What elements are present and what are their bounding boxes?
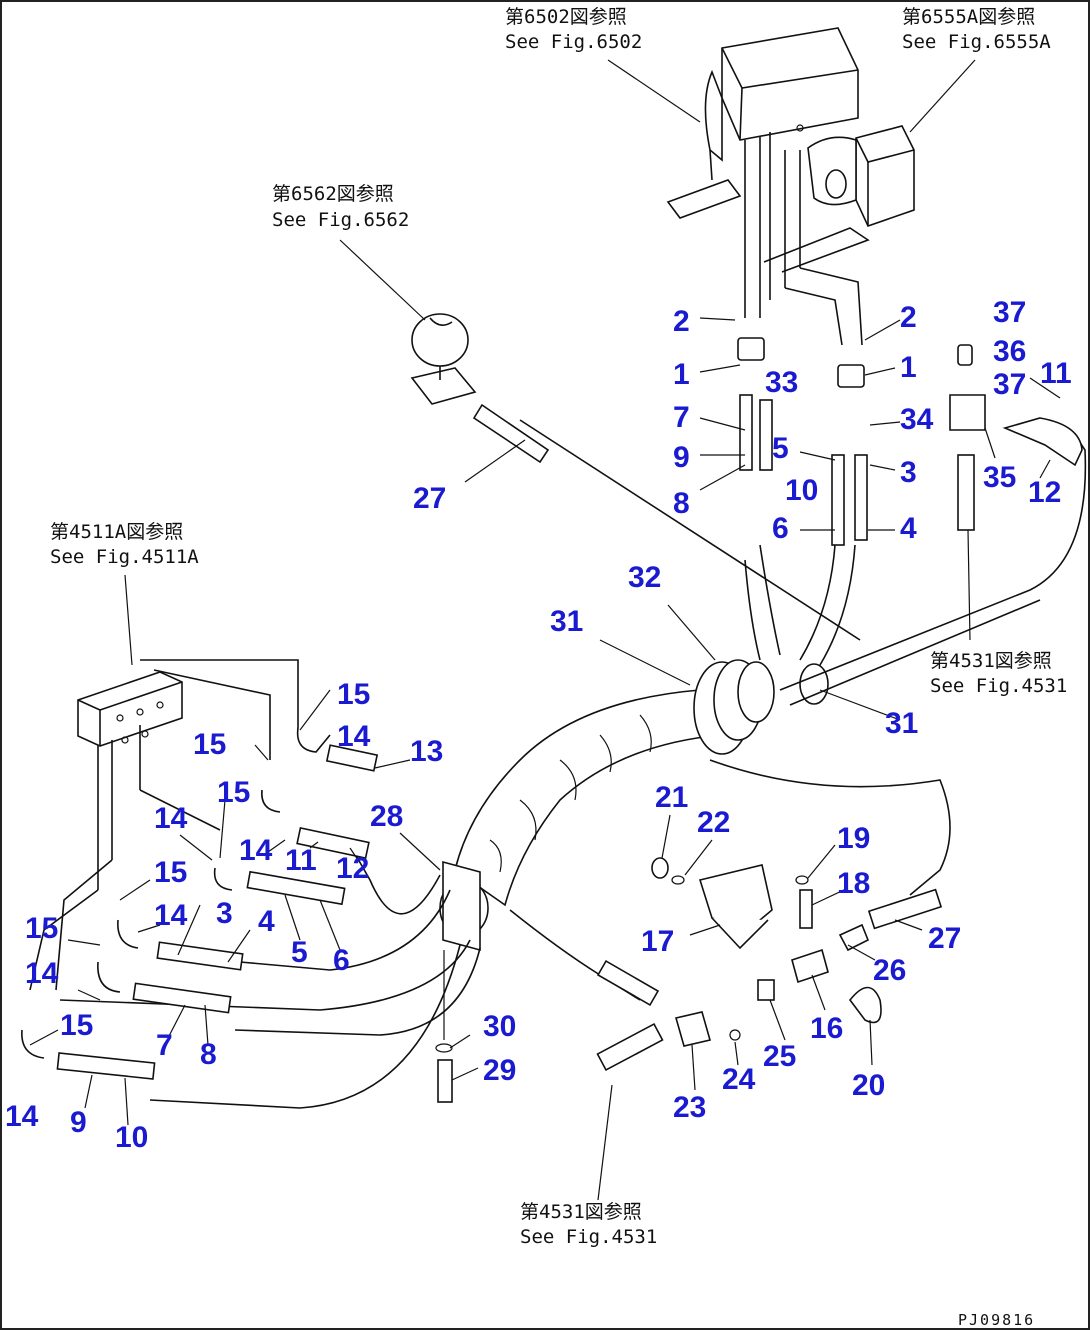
valve-6555a bbox=[763, 125, 915, 346]
callout: 32 bbox=[628, 561, 661, 594]
callout: 18 bbox=[837, 867, 870, 900]
callout: 7 bbox=[673, 401, 690, 434]
callout: 3 bbox=[216, 897, 233, 930]
callout: 28 bbox=[370, 800, 403, 833]
callout: 35 bbox=[983, 461, 1016, 494]
callout: 1 bbox=[673, 358, 690, 391]
callout: 19 bbox=[837, 822, 870, 855]
ref-4511a-jp: 第4511A図参照 bbox=[50, 521, 183, 543]
ref-6555a-en: See Fig.6555A bbox=[902, 31, 1051, 53]
callout: 15 bbox=[337, 678, 370, 711]
ref-4511a-en: See Fig.4511A bbox=[50, 546, 199, 568]
callout: 14 bbox=[25, 957, 59, 990]
callout: 13 bbox=[410, 735, 443, 768]
callout: 26 bbox=[873, 954, 906, 987]
callout: 11 bbox=[1040, 357, 1072, 390]
callout: 25 bbox=[763, 1040, 796, 1073]
callout: 16 bbox=[810, 1012, 843, 1045]
ref-4531-right-en: See Fig.4531 bbox=[930, 675, 1067, 697]
callout: 11 bbox=[285, 844, 317, 877]
callout: 27 bbox=[413, 482, 446, 515]
ref-6502-jp: 第6502図参照 bbox=[505, 6, 627, 28]
callout: 9 bbox=[673, 441, 690, 474]
callout: 15 bbox=[193, 728, 226, 761]
callout: 29 bbox=[483, 1054, 516, 1087]
knob-6562 bbox=[410, 313, 477, 405]
callout: 8 bbox=[673, 487, 690, 520]
ref-6502-en: See Fig.6502 bbox=[505, 31, 642, 53]
callout: 4 bbox=[258, 905, 275, 938]
callout: 10 bbox=[785, 474, 818, 507]
callout: 7 bbox=[156, 1029, 173, 1062]
callout: 15 bbox=[154, 856, 187, 889]
callout: 14 bbox=[5, 1100, 39, 1133]
callout: 1 bbox=[900, 351, 917, 384]
callout: 5 bbox=[772, 432, 789, 465]
callout: 14 bbox=[239, 834, 273, 867]
callout: 37 bbox=[993, 296, 1026, 329]
callout: 2 bbox=[673, 305, 690, 338]
callout: 14 bbox=[154, 899, 188, 932]
callout: 3 bbox=[900, 456, 917, 489]
callout: 6 bbox=[333, 944, 350, 977]
callout: 27 bbox=[928, 922, 961, 955]
leader-lines bbox=[29, 59, 1061, 1201]
callout: 33 bbox=[765, 366, 798, 399]
hose-bundle bbox=[59, 419, 1087, 1109]
callout: 36 bbox=[993, 335, 1026, 368]
block-4511a bbox=[29, 659, 299, 991]
ref-4531-right-jp: 第4531図参照 bbox=[930, 650, 1052, 672]
ref-4531-bottom-jp: 第4531図参照 bbox=[520, 1201, 642, 1223]
drawing-code: PJ09816 bbox=[958, 1311, 1035, 1329]
ref-6555a-jp: 第6555A図参照 bbox=[902, 6, 1035, 28]
callout: 9 bbox=[70, 1106, 87, 1139]
callout: 22 bbox=[697, 806, 730, 839]
callout: 15 bbox=[217, 776, 250, 809]
callout: 37 bbox=[993, 368, 1026, 401]
ref-6562-en: See Fig.6562 bbox=[272, 209, 409, 231]
callout: 6 bbox=[772, 512, 789, 545]
callout: 20 bbox=[852, 1069, 885, 1102]
callout: 2 bbox=[900, 301, 917, 334]
callout: 17 bbox=[641, 925, 674, 958]
valve-6502 bbox=[666, 27, 859, 318]
fittings bbox=[21, 337, 1083, 1103]
callout: 34 bbox=[900, 403, 934, 436]
callout: 10 bbox=[115, 1121, 148, 1154]
callout: 8 bbox=[200, 1038, 217, 1071]
callout: 24 bbox=[722, 1063, 756, 1096]
ref-6562-jp: 第6562図参照 bbox=[272, 183, 394, 205]
callout: 5 bbox=[291, 936, 308, 969]
callout: 31 bbox=[550, 605, 583, 638]
callout: 15 bbox=[25, 912, 58, 945]
callout: 14 bbox=[154, 802, 188, 835]
callout: 23 bbox=[673, 1091, 706, 1124]
callout: 15 bbox=[60, 1009, 93, 1042]
callout: 4 bbox=[900, 512, 917, 545]
callout: 12 bbox=[336, 852, 369, 885]
callout: 30 bbox=[483, 1010, 516, 1043]
callout: 14 bbox=[337, 720, 371, 753]
callout: 21 bbox=[655, 781, 688, 814]
callout: 31 bbox=[885, 707, 918, 740]
callout: 12 bbox=[1028, 476, 1061, 509]
ref-4531-bottom-en: See Fig.4531 bbox=[520, 1226, 657, 1248]
